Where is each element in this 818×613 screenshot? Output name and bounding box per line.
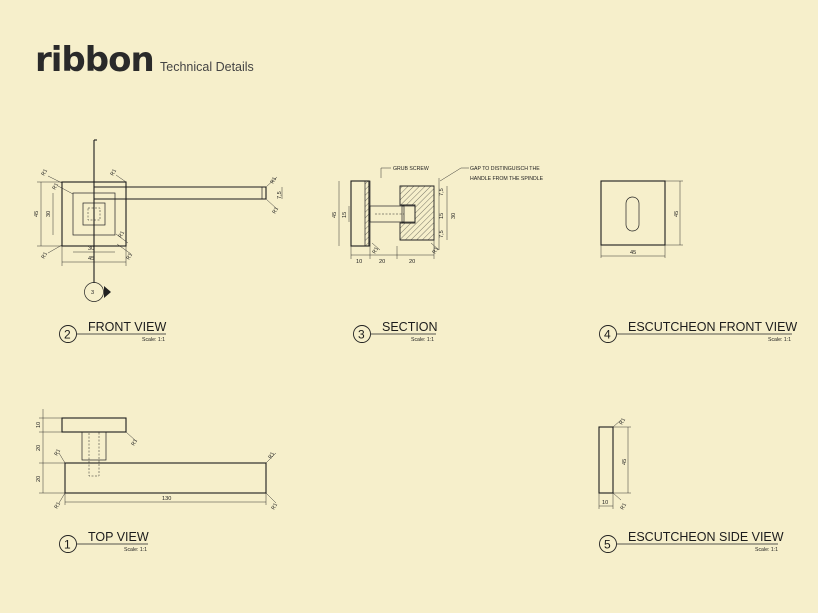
view-title: TOP VIEW — [88, 530, 149, 544]
top-view-drawing — [39, 409, 277, 505]
view-scale: Scale: 1:1 — [768, 337, 791, 343]
view-title-escutcheon-side: 5 ESCUTCHEON SIDE VIEW Scale: 1:1 — [599, 530, 784, 553]
top-radius-label: R1 — [131, 438, 140, 447]
escutcheon-dim-45-vertical: 45 — [674, 211, 680, 217]
view-number: 5 — [604, 538, 611, 552]
view-number: 4 — [604, 328, 611, 342]
escutcheon-side-radius-label: R1 — [620, 502, 629, 511]
section-dim-20-a: 20 — [379, 259, 385, 265]
escutcheon-side-radius-label: R1 — [619, 417, 628, 426]
escutcheon-dim-45-horizontal: 45 — [630, 250, 636, 256]
section-dim-7-5-top: 7,5 — [439, 188, 445, 196]
view-number: 3 — [358, 328, 365, 342]
front-radius-label: R1 — [126, 252, 135, 261]
view-title-section: 3 SECTION Scale: 1:1 — [353, 320, 438, 343]
view-title: FRONT VIEW — [88, 320, 166, 334]
view-title: SECTION — [382, 320, 438, 334]
gap-callout-line-2: HANDLE FROM THE SPINDLE — [470, 176, 544, 182]
section-dim-15: 15 — [342, 212, 348, 218]
section-dim-30: 30 — [451, 213, 457, 219]
front-radius-label: R1 — [272, 206, 281, 215]
front-radius-label: R1 — [52, 182, 61, 191]
top-dim-10: 10 — [36, 422, 42, 428]
section-radius-label: R1 — [432, 246, 441, 255]
view-scale: Scale: 1:1 — [411, 337, 434, 343]
escutcheon-front-drawing — [600, 180, 683, 258]
svg-text:ribbon: ribbon — [35, 40, 154, 80]
section-dim-20-b: 20 — [409, 259, 415, 265]
top-radius-label: R1 — [54, 501, 63, 510]
view-number: 2 — [64, 328, 71, 342]
top-radius-label: R1 — [268, 451, 277, 460]
top-dim-20-a: 20 — [36, 445, 42, 451]
top-dim-20-b: 20 — [36, 476, 42, 482]
section-dim-15-right: 15 — [439, 213, 445, 219]
front-radius-label: R1 — [41, 251, 50, 260]
front-view-drawing: 3 — [37, 139, 283, 302]
top-radius-label: R1 — [271, 502, 280, 511]
view-title-escutcheon-front: 4 ESCUTCHEON FRONT VIEW Scale: 1:1 — [599, 320, 797, 343]
section-radius-label: R1 — [372, 246, 381, 255]
top-dim-130: 130 — [162, 496, 171, 502]
grub-screw-callout: GRUB SCREW — [393, 166, 429, 172]
front-radius-label: R1 — [110, 168, 119, 177]
section-view-drawing — [338, 167, 469, 259]
view-title-top: 1 TOP VIEW Scale: 1:1 — [59, 530, 149, 553]
section-dim-10: 10 — [356, 259, 362, 265]
brand-logo: ribbon — [35, 40, 155, 80]
escutcheon-side-dim-45: 45 — [622, 459, 628, 465]
view-number: 1 — [64, 538, 71, 552]
view-scale: Scale: 1:1 — [124, 547, 147, 553]
front-radius-label: R1 — [270, 176, 279, 185]
view-title: ESCUTCHEON SIDE VIEW — [628, 530, 784, 544]
view-title-front: 2 FRONT VIEW Scale: 1:1 — [59, 320, 166, 343]
front-dim-30-horizontal: 30 — [88, 246, 94, 252]
view-title: ESCUTCHEON FRONT VIEW — [628, 320, 797, 334]
section-marker-label: 3 — [91, 290, 94, 296]
section-dim-45: 45 — [332, 212, 338, 218]
escutcheon-side-drawing — [598, 419, 631, 509]
front-dim-7-5: 7,5 — [277, 191, 283, 199]
front-dim-45-vertical: 45 — [34, 211, 40, 217]
view-scale: Scale: 1:1 — [755, 547, 778, 553]
front-dim-45-horizontal: 45 — [88, 256, 94, 262]
top-radius-label: R1 — [54, 448, 63, 457]
section-dim-7-5-bottom: 7,5 — [439, 230, 445, 238]
escutcheon-side-dim-10: 10 — [602, 500, 608, 506]
front-radius-label: R1 — [41, 168, 50, 177]
page-subtitle: Technical Details — [160, 60, 254, 74]
front-dim-30-vertical: 30 — [46, 211, 52, 217]
front-radius-label: R1 — [118, 230, 127, 239]
view-scale: Scale: 1:1 — [142, 337, 165, 343]
gap-callout-line-1: GAP TO DISTINGUISCH THE — [470, 166, 540, 172]
